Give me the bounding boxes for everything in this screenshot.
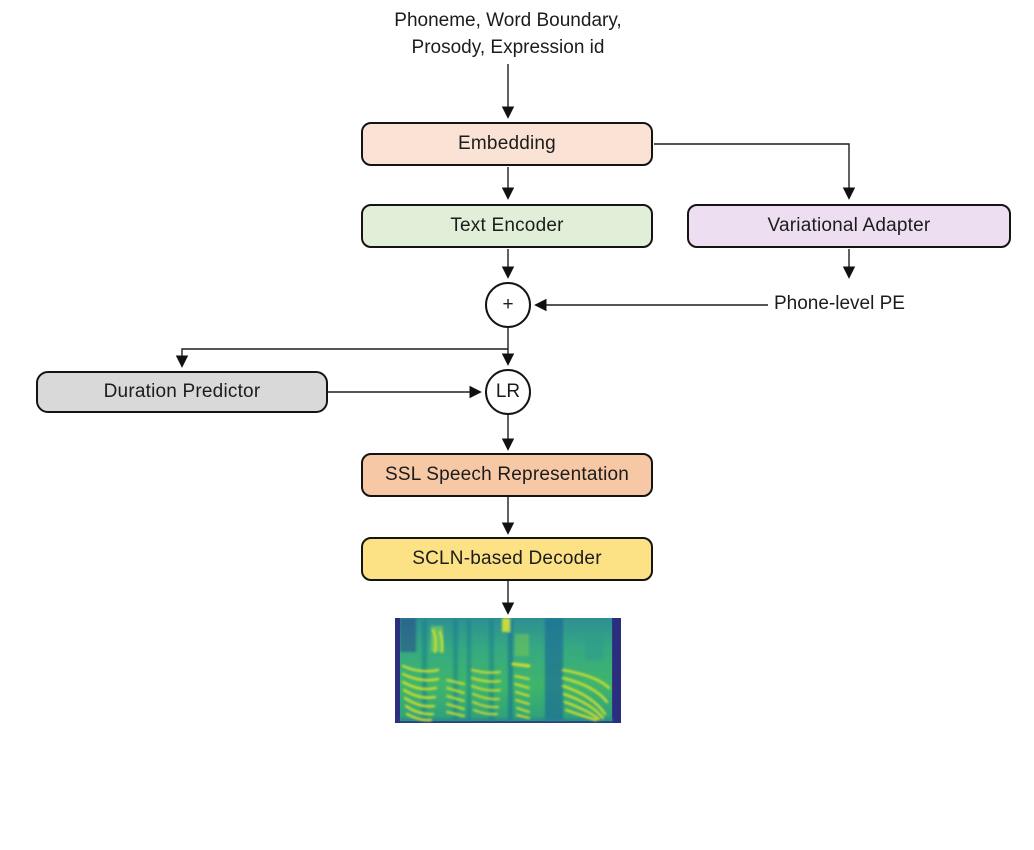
variational-adapter-label: Variational Adapter <box>767 215 931 236</box>
phone-level-pe-label: Phone-level PE <box>774 293 905 314</box>
duration-predictor-node: Duration Predictor <box>36 371 328 413</box>
length-regulator-label: LR <box>495 381 521 402</box>
length-regulator-circle: LR <box>485 369 531 415</box>
text-encoder-node: Text Encoder <box>361 204 653 248</box>
ssl-speech-representation-node: SSL Speech Representation <box>361 453 653 497</box>
embedding-label: Embedding <box>458 133 556 154</box>
arrow-embedding-to-variational-adapter <box>654 143 856 200</box>
input-features-line1: Phoneme, Word Boundary, <box>394 10 622 31</box>
duration-predictor-label: Duration Predictor <box>103 381 261 402</box>
arrow-branch-to-duration-predictor <box>175 348 508 368</box>
add-operator-circle: + <box>485 282 531 328</box>
input-features-line2: Prosody, Expression id <box>411 37 605 58</box>
variational-adapter-node: Variational Adapter <box>687 204 1011 248</box>
mel-spectrogram-image <box>395 618 621 723</box>
ssl-speech-representation-label: SSL Speech Representation <box>384 464 630 485</box>
embedding-node: Embedding <box>361 122 653 166</box>
scln-decoder-node: SCLN-based Decoder <box>361 537 653 581</box>
add-operator-label: + <box>502 294 514 315</box>
input-features-label: Phoneme, Word Boundary, Prosody, Express… <box>338 7 678 61</box>
text-encoder-label: Text Encoder <box>450 215 564 236</box>
scln-decoder-label: SCLN-based Decoder <box>412 548 602 569</box>
